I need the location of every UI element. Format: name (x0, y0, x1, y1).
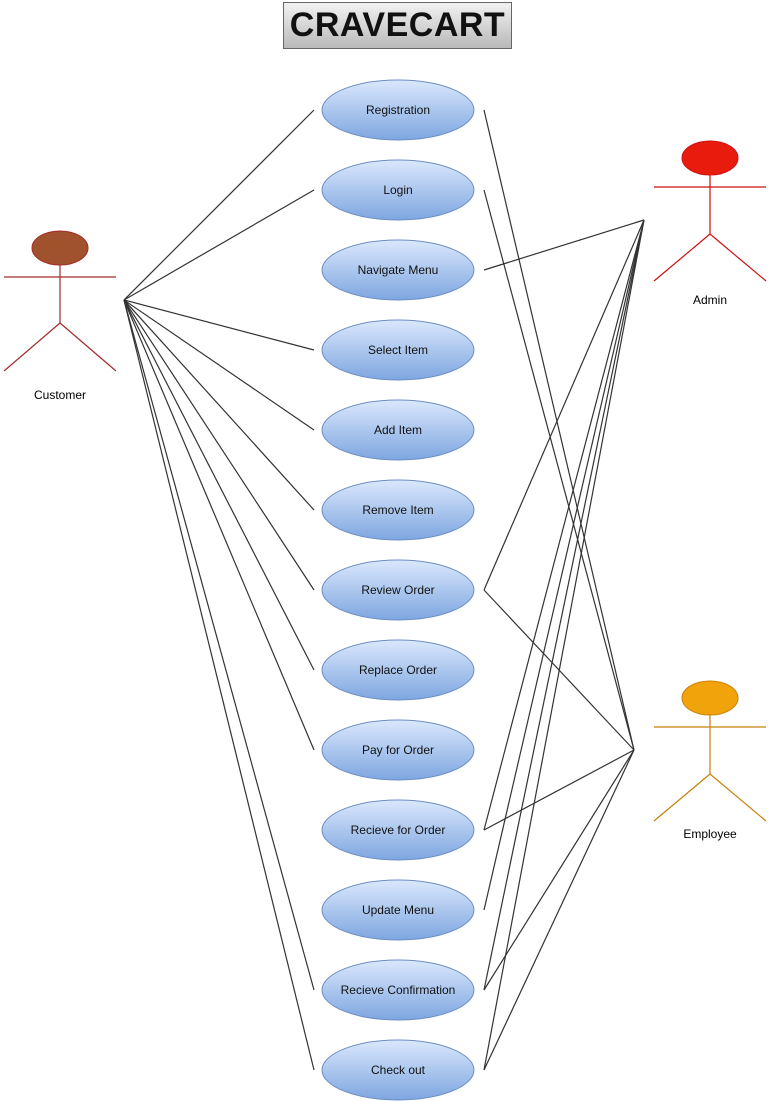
association-admin-check-out (483, 219, 645, 1071)
association-employee-check-out (483, 749, 635, 1071)
actor-head (681, 680, 739, 716)
actor-right-leg (709, 773, 767, 822)
use-case-ellipse[interactable] (321, 1039, 475, 1101)
association-lines (123, 109, 645, 1071)
actor-label: Admin (693, 293, 727, 307)
use-case-ellipse[interactable] (321, 159, 475, 221)
use-case-ellipse[interactable] (321, 639, 475, 701)
association-customer-add-item (123, 299, 315, 431)
actor-label: Employee (683, 827, 737, 841)
use-case-ellipse[interactable] (321, 239, 475, 301)
use-case-ellipse[interactable] (321, 959, 475, 1021)
use-case-add-item[interactable]: Add Item (321, 399, 475, 461)
association-customer-pay-for-order (123, 299, 315, 751)
use-case-check-out[interactable]: Check out (321, 1039, 475, 1101)
actor-left-leg (653, 233, 711, 282)
actor-label: Customer (34, 388, 86, 402)
use-case-label: Update Menu (362, 903, 434, 917)
use-case-label: Select Item (368, 343, 428, 357)
actor-right-leg (709, 233, 767, 282)
use-case-pay-for-order[interactable]: Pay for Order (321, 719, 475, 781)
use-case-label: Check out (371, 1063, 426, 1077)
association-customer-remove-item (123, 299, 315, 511)
use-case-label: Remove Item (362, 503, 433, 517)
use-case-label: Registration (366, 103, 430, 117)
association-admin-navigate-menu (483, 219, 645, 271)
use-case-login[interactable]: Login (321, 159, 475, 221)
use-case-recieve-for-order[interactable]: Recieve for Order (321, 799, 475, 861)
use-case-ellipse[interactable] (321, 479, 475, 541)
use-case-recieve-confirmation[interactable]: Recieve Confirmation (321, 959, 475, 1021)
actor-employee[interactable]: Employee (653, 680, 767, 841)
use-case-ellipse[interactable] (321, 79, 475, 141)
use-case-remove-item[interactable]: Remove Item (321, 479, 475, 541)
use-case-label: Add Item (374, 423, 422, 437)
use-case-ellipse[interactable] (321, 879, 475, 941)
diagram-title: CRAVECART (283, 2, 512, 49)
use-case-label: Review Order (361, 583, 434, 597)
actor-admin[interactable]: Admin (653, 140, 767, 307)
actor-head (31, 230, 89, 266)
association-admin-review-order (483, 219, 645, 591)
use-case-review-order[interactable]: Review Order (321, 559, 475, 621)
actor-left-leg (3, 322, 61, 372)
use-case-label: Login (383, 183, 412, 197)
association-admin-recieve-for-order (483, 219, 645, 831)
use-case-ellipse[interactable] (321, 319, 475, 381)
association-employee-review-order (483, 589, 635, 751)
use-case-label: Navigate Menu (358, 263, 439, 277)
use-case-ellipse[interactable] (321, 799, 475, 861)
association-customer-recieve-confirmation (123, 299, 315, 991)
use-case-update-menu[interactable]: Update Menu (321, 879, 475, 941)
association-employee-recieve-for-order (483, 749, 635, 831)
use-case-ellipse[interactable] (321, 399, 475, 461)
use-case-label: Pay for Order (362, 743, 434, 757)
use-case-registration[interactable]: Registration (321, 79, 475, 141)
actor-left-leg (653, 773, 711, 822)
association-customer-check-out (123, 299, 315, 1071)
association-customer-login (123, 189, 315, 301)
actor-customer[interactable]: Customer (3, 230, 117, 402)
association-customer-registration (123, 109, 315, 301)
use-case-label: Recieve Confirmation (341, 983, 456, 997)
association-admin-recieve-confirmation (483, 219, 645, 991)
association-employee-recieve-confirmation (483, 749, 635, 991)
association-employee-registration (483, 109, 635, 751)
use-case-label: Recieve for Order (351, 823, 446, 837)
association-customer-select-item (123, 299, 315, 351)
association-admin-update-menu (483, 219, 645, 911)
association-customer-replace-order (123, 299, 315, 671)
use-case-ellipse[interactable] (321, 559, 475, 621)
association-employee-login (483, 189, 635, 751)
actor-head (681, 140, 739, 176)
use-case-navigate-menu[interactable]: Navigate Menu (321, 239, 475, 301)
association-customer-review-order (123, 299, 315, 591)
use-case-select-item[interactable]: Select Item (321, 319, 475, 381)
use-case-label: Replace Order (359, 663, 437, 677)
use-case-ellipse[interactable] (321, 719, 475, 781)
actor-right-leg (59, 322, 117, 372)
use-case-replace-order[interactable]: Replace Order (321, 639, 475, 701)
